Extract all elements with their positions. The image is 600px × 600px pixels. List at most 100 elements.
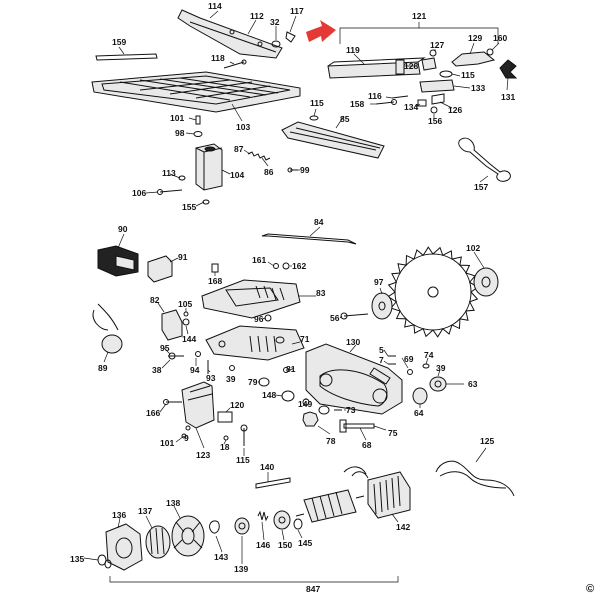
label-71: 71 — [300, 334, 310, 344]
label-150: 150 — [278, 540, 292, 550]
part-89-wires — [92, 303, 119, 331]
label-159: 159 — [112, 37, 126, 47]
label-156: 156 — [428, 116, 442, 126]
label-74: 74 — [424, 350, 434, 360]
label-115c: 115 — [236, 455, 250, 465]
label-69: 69 — [404, 354, 414, 364]
label-90: 90 — [118, 224, 128, 234]
label-166: 166 — [146, 408, 160, 418]
part-131-knob — [499, 59, 518, 79]
part-120-plate — [217, 411, 233, 423]
label-162: 162 — [292, 261, 306, 271]
part-140-rod — [255, 477, 291, 489]
label-121: 121 — [412, 11, 426, 21]
label-139: 139 — [234, 564, 248, 574]
label-9: 9 — [184, 433, 189, 443]
label-157: 157 — [474, 182, 488, 192]
label-134: 134 — [404, 102, 418, 112]
label-158: 158 — [350, 99, 364, 109]
label-115b: 115 — [310, 98, 324, 108]
label-81: 81 — [286, 364, 296, 374]
part-56-screw — [343, 313, 369, 317]
label-113: 113 — [162, 168, 176, 178]
label-115: 115 — [461, 70, 475, 80]
label-89: 89 — [98, 363, 108, 373]
part-85-rail — [281, 121, 385, 159]
label-85: 85 — [340, 114, 350, 124]
label-101b: 101 — [160, 438, 174, 448]
label-103: 103 — [236, 122, 250, 132]
part-106-screw — [159, 189, 183, 193]
label-95: 95 — [160, 343, 170, 353]
group-bracket-847 — [109, 576, 399, 583]
label-125: 125 — [480, 436, 494, 446]
part-armature — [295, 489, 365, 523]
part-118-screw — [223, 61, 245, 69]
part-157-wrench — [458, 137, 511, 182]
label-129: 129 — [468, 33, 482, 43]
label-118: 118 — [211, 53, 225, 63]
label-105: 105 — [178, 299, 192, 309]
label-120: 120 — [230, 400, 244, 410]
label-149: 149 — [298, 399, 312, 409]
label-136: 136 — [112, 510, 126, 520]
label-7: 7 — [379, 355, 384, 365]
label-138: 138 — [166, 498, 180, 508]
label-161: 161 — [252, 255, 266, 265]
part-130-gear-cover — [305, 343, 403, 415]
part-32-nut — [271, 40, 281, 48]
label-101: 101 — [170, 113, 184, 123]
label-168: 168 — [208, 276, 222, 286]
part-114-guard — [177, 9, 283, 59]
label-126: 126 — [448, 105, 462, 115]
label-73: 73 — [346, 405, 356, 415]
label-116: 116 — [368, 91, 382, 101]
label-160: 160 — [493, 33, 507, 43]
label-94: 94 — [190, 365, 200, 375]
label-130: 130 — [346, 337, 360, 347]
label-79: 79 — [248, 377, 258, 387]
label-56: 56 — [330, 313, 340, 323]
label-146: 146 — [256, 540, 270, 550]
label-106: 106 — [132, 188, 146, 198]
part-63-bearing — [429, 376, 447, 392]
part-97-flange — [371, 292, 393, 320]
label-97: 97 — [374, 277, 384, 287]
part-84-rod — [261, 233, 357, 245]
label-140: 140 — [260, 462, 274, 472]
label-96: 96 — [254, 314, 264, 324]
part-102-flange — [473, 267, 499, 297]
part-64-gear — [412, 387, 428, 405]
label-82: 82 — [150, 295, 160, 305]
part-137-gear — [145, 525, 171, 559]
label-64: 64 — [414, 408, 424, 418]
part-116-screw — [391, 95, 409, 99]
red-arrow-icon — [306, 20, 336, 42]
part-123-bracket — [181, 381, 215, 429]
label-93: 93 — [206, 373, 216, 383]
label-847: 847 — [306, 584, 320, 594]
label-98: 98 — [175, 128, 185, 138]
label-39b: 39 — [226, 374, 236, 384]
part-158-screw — [375, 101, 395, 105]
label-144: 144 — [182, 334, 196, 344]
part-68-shaft — [343, 423, 375, 429]
label-119: 119 — [346, 45, 360, 55]
part-129-clamp — [451, 51, 496, 67]
label-75: 75 — [388, 428, 398, 438]
part-87-spring — [247, 151, 271, 161]
label-137: 137 — [138, 506, 152, 516]
label-127: 127 — [430, 40, 444, 50]
label-87: 87 — [234, 144, 244, 154]
label-117: 117 — [290, 6, 304, 16]
label-18: 18 — [220, 442, 230, 452]
label-68: 68 — [362, 440, 372, 450]
label-142: 142 — [396, 522, 410, 532]
label-38: 38 — [152, 365, 162, 375]
label-133: 133 — [471, 83, 485, 93]
part-142-stator — [343, 466, 411, 519]
label-123: 123 — [196, 450, 210, 460]
part-138-fan — [171, 515, 205, 557]
